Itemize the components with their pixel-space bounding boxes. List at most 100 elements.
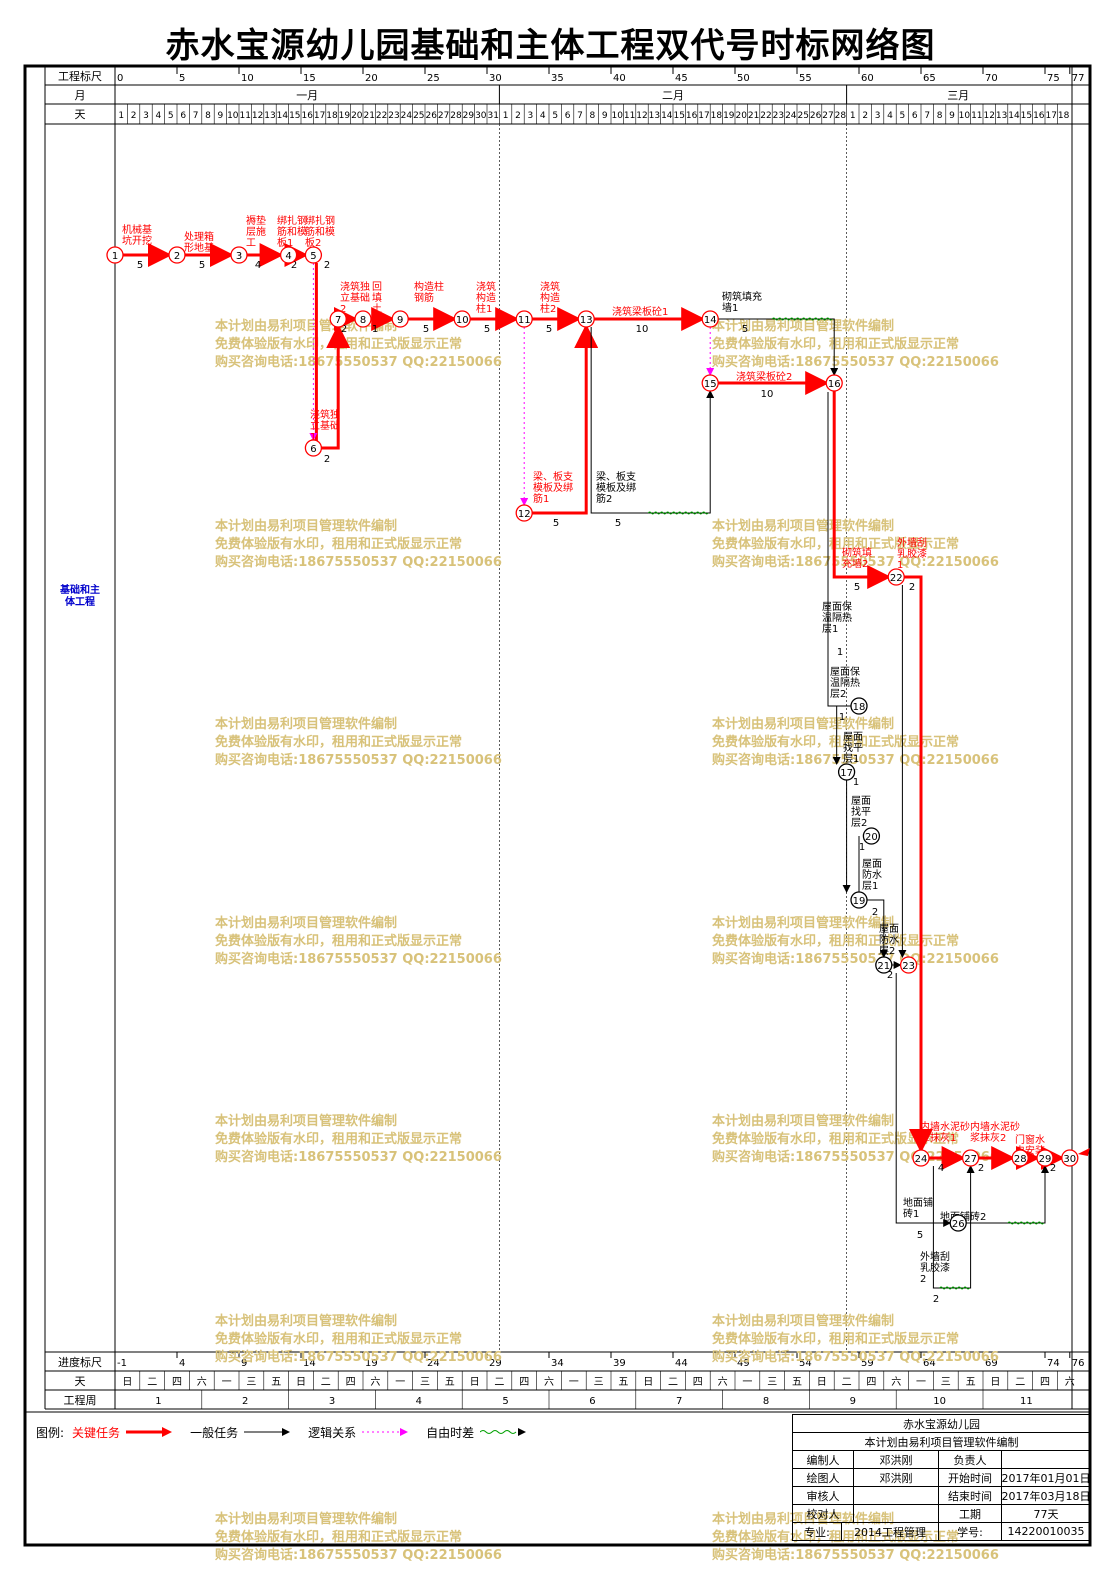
weekday: 二	[668, 1377, 678, 1388]
task-duration: 5	[546, 324, 552, 335]
node-circle	[701, 374, 719, 392]
task-label: 浇筑梁板砼2	[736, 370, 792, 383]
weekday: 日	[296, 1377, 306, 1388]
task-label: 土	[372, 302, 382, 315]
watermark-text: 本计划由易利项目管理软件编制	[712, 1313, 894, 1329]
info-compiler-label: 编制人	[793, 1451, 854, 1468]
task-label: 立基础	[340, 291, 370, 304]
progress-tick-label: 49	[737, 1358, 750, 1369]
day-num: 18	[711, 111, 723, 121]
scale-tick-label: 0	[117, 73, 123, 84]
task-duration: 2	[291, 260, 297, 271]
weekday: 一	[916, 1377, 926, 1388]
section-label-1: 基础和主	[59, 583, 100, 596]
scale-tick-label: 40	[613, 73, 626, 84]
task-label: 找平	[843, 741, 863, 754]
task-label: 处理箱	[184, 230, 214, 243]
weekday: 五	[792, 1377, 802, 1388]
node-circle	[168, 246, 186, 264]
day-num: 9	[949, 111, 955, 121]
task-label: 屋面	[879, 923, 899, 935]
weekday: 五	[445, 1377, 455, 1388]
scale-tick-label: 60	[861, 73, 874, 84]
weekday: 二	[494, 1377, 504, 1388]
info-compiler: 邓洪刚	[854, 1451, 939, 1468]
day-num: 20	[735, 111, 747, 121]
normal-arrow	[718, 318, 839, 376]
watermark-text: 免费体验版有水印，租用和正式版显示正常	[215, 536, 462, 552]
day-num: 4	[156, 111, 162, 121]
progress-tick-label: 54	[799, 1358, 812, 1369]
node-label: 18	[853, 702, 866, 713]
day-num: 1	[850, 111, 856, 121]
node-circle	[825, 374, 843, 392]
task-label: 屋面保	[830, 665, 860, 678]
weekday: 三	[941, 1377, 951, 1388]
watermark-text: 购买咨询电话:18675550537 QQ:22150066	[712, 354, 999, 370]
float-arrow-icon	[480, 1428, 527, 1436]
task-label: 1	[310, 432, 316, 443]
day-num: 10	[611, 111, 623, 121]
watermark-text: 本计划由易利项目管理软件编制	[215, 915, 397, 931]
day-num: 2	[862, 111, 868, 121]
week-num: 6	[589, 1396, 595, 1407]
day-num: 22	[760, 111, 771, 121]
node-label: 14	[704, 315, 717, 326]
weekday: 四	[866, 1377, 876, 1388]
day-num: 4	[887, 111, 893, 121]
node-label: 15	[704, 379, 717, 390]
logic-arrow-icon	[362, 1428, 409, 1436]
node-label: 27	[964, 1154, 977, 1165]
task-label: 外墙刮	[897, 536, 927, 549]
node-label: 4	[285, 251, 291, 262]
day-num: 4	[540, 111, 546, 121]
info-end-label: 结束时间	[939, 1487, 1002, 1504]
node-circle	[304, 246, 323, 264]
node-circle	[354, 310, 372, 328]
watermark-text: 购买咨询电话:18675550537 QQ:22150066	[215, 554, 502, 570]
info-checker	[854, 1505, 939, 1522]
day-num: 11	[239, 111, 250, 121]
watermark-text: 本计划由易利项目管理软件编制	[215, 1313, 397, 1329]
task-label: 筋和模	[277, 225, 307, 238]
node-circle	[577, 310, 595, 328]
day-num: 24	[401, 111, 413, 121]
weekday: 六	[370, 1376, 380, 1388]
day-num: 3	[143, 111, 149, 121]
day-num: 13	[649, 111, 660, 121]
task-label: 砌筑填充	[722, 290, 762, 303]
info-major-label: 专业:	[793, 1523, 842, 1540]
scale-tick-label: 70	[985, 73, 998, 84]
task-label: 乳胶漆	[920, 1261, 950, 1274]
task-label: 梁、板支	[533, 470, 573, 483]
info-end: 2017年03月18日	[1002, 1487, 1091, 1504]
month-label: 月	[75, 89, 86, 102]
week-num: 2	[242, 1396, 248, 1407]
weekday: 六	[891, 1376, 901, 1388]
weekday: 四	[172, 1377, 182, 1388]
day-num: 25	[413, 111, 424, 121]
day-num: 6	[912, 111, 918, 121]
scale-tick-label: 30	[489, 73, 502, 84]
watermark-text: 免费体验版有水印，租用和正式版显示正常	[215, 1331, 462, 1347]
task-label: 防水	[862, 868, 882, 881]
task-label: 地面铺	[903, 1196, 933, 1209]
info-reviewer	[854, 1487, 939, 1504]
week-num: 5	[502, 1396, 508, 1407]
task-label: 立基础	[310, 419, 340, 432]
node-circle	[106, 246, 124, 264]
node-label: 12	[518, 509, 531, 520]
day-num: 7	[924, 111, 930, 121]
day-num: 30	[475, 111, 487, 121]
node-circle	[279, 246, 298, 264]
day-num: 10	[959, 111, 971, 121]
day-num: 16	[686, 111, 698, 121]
node-circle	[887, 568, 905, 586]
node-circle	[912, 1149, 930, 1167]
task-label: 形地基	[184, 241, 214, 254]
legend-normal-label: 一般任务	[190, 1425, 239, 1440]
info-start: 2017年01月01日	[1002, 1469, 1091, 1486]
day-num: 7	[193, 111, 199, 121]
day-num: 20	[351, 111, 363, 121]
task-label: 筋和模	[305, 225, 335, 238]
